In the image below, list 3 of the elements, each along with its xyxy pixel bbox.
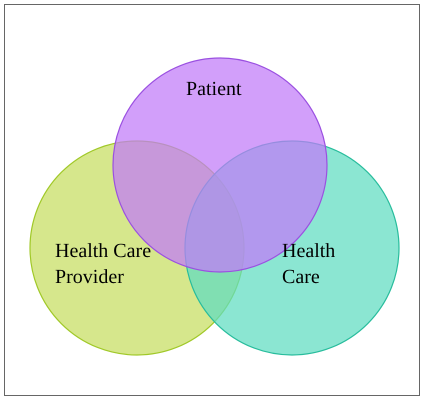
set-label: Patient bbox=[186, 77, 243, 102]
set-label: Health Care bbox=[282, 239, 336, 290]
set-label: Health Care Provider bbox=[55, 239, 152, 290]
